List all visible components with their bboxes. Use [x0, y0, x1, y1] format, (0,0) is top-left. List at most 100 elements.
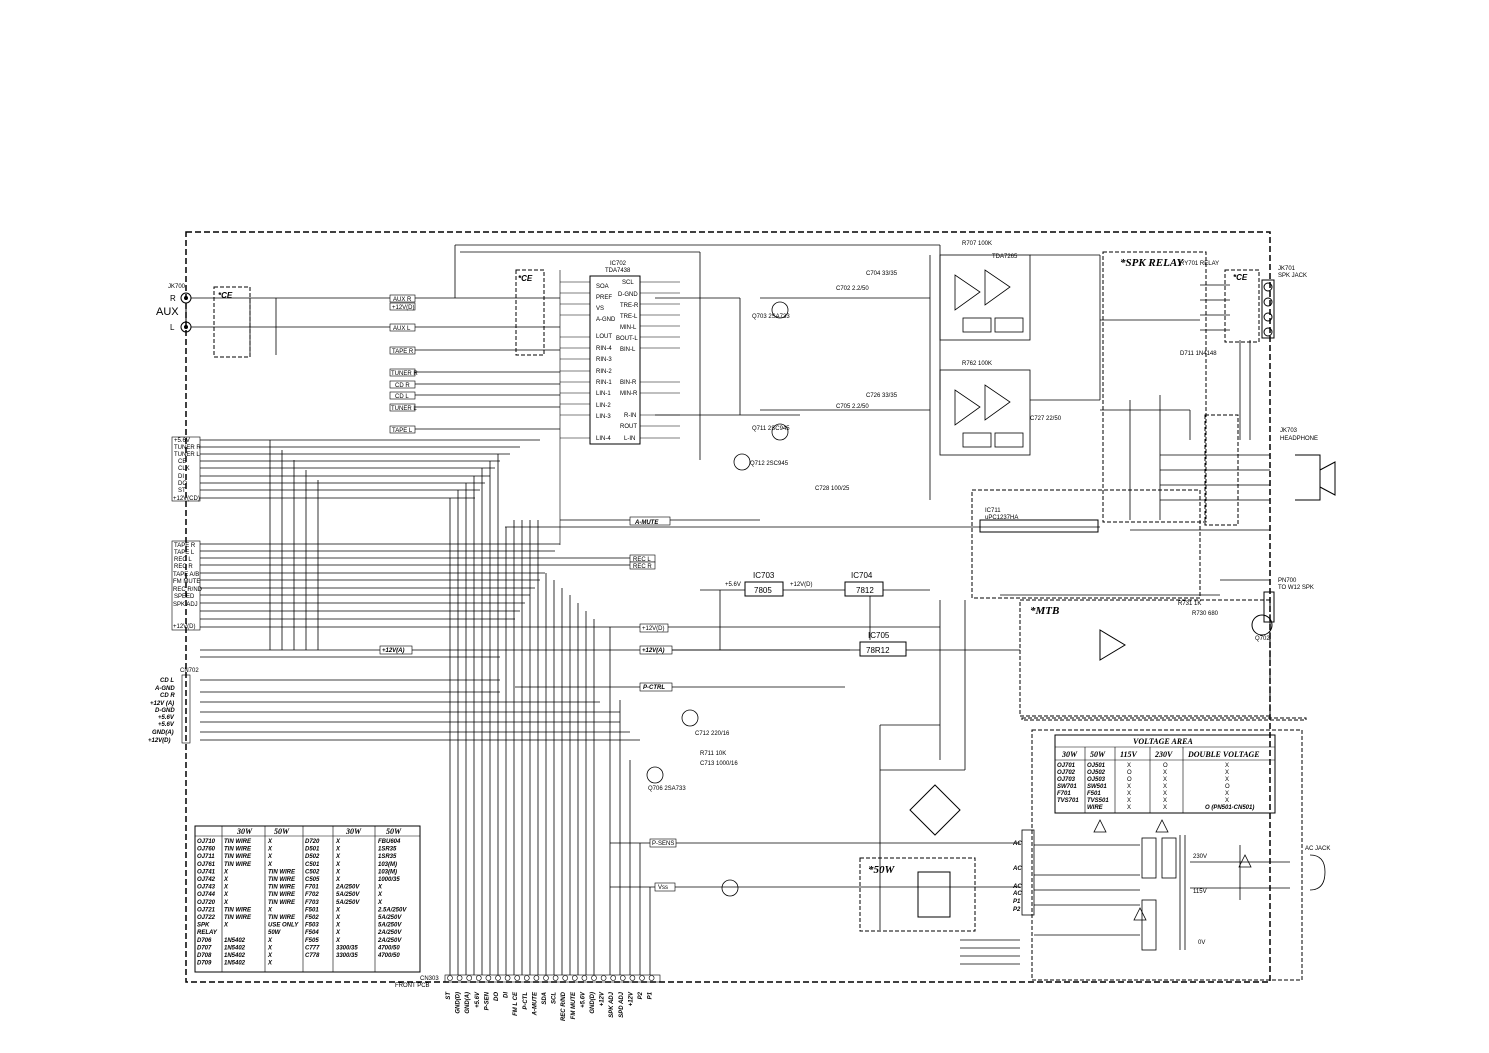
svg-text:LIN-1: LIN-1: [596, 391, 611, 397]
bus-aux-l: AUX L: [393, 326, 411, 332]
bus-tuner-r: TUNER R: [391, 371, 418, 377]
parts-table-cell: OJ744: [197, 892, 216, 898]
cd-sig-3: +12V (A): [150, 701, 174, 707]
svg-text:50W: 50W: [1090, 750, 1106, 759]
bottom-pin-icon: [648, 975, 655, 981]
svg-text:R762 100K: R762 100K: [962, 361, 992, 367]
bottom-pin-label: P-SEN: [484, 991, 490, 1010]
parts-table-cell: TIN WIRE: [268, 900, 296, 906]
svg-text:X: X: [1127, 805, 1131, 811]
bottom-pin-icon: [562, 975, 569, 981]
bus-rec-r: REC R: [633, 564, 652, 570]
svg-text:O: O: [1225, 784, 1230, 790]
parts-table-cell: OJ711: [197, 854, 215, 860]
v115-label: 115V: [1193, 889, 1207, 895]
svg-text:Q703 2SA733: Q703 2SA733: [752, 314, 790, 320]
parts-table-cell: X: [335, 862, 341, 868]
parts-table-cell: X: [377, 892, 383, 898]
left-sig-11: REC L: [174, 557, 192, 563]
bottom-pin-label: P1: [648, 991, 654, 999]
parts-table-cell: F505: [305, 938, 319, 944]
parts-table-cell: TIN WIRE: [268, 869, 296, 875]
svg-text:SCL: SCL: [622, 280, 634, 286]
svg-text:C728 100/25: C728 100/25: [815, 486, 850, 492]
left-sig-15: REC R/ND: [173, 587, 203, 593]
parts-table-cell: X: [267, 938, 273, 944]
bottom-pin-label: P-CTL: [523, 992, 529, 1010]
bus-rec-l: REC L: [633, 557, 651, 563]
parts-table-cell: X: [335, 938, 341, 944]
parts-table-cell: TIN WIRE: [268, 885, 296, 891]
parts-table-cell: X: [267, 945, 273, 951]
parts-table-cell: 1N5402: [224, 938, 246, 944]
parts-table-cell: TIN WIRE: [224, 847, 252, 853]
svg-text:TVS701: TVS701: [1057, 798, 1079, 804]
parts-table-cell: D501: [305, 847, 320, 853]
ac-label-4: AC: [1012, 891, 1022, 897]
parts-table-cell: C777: [305, 945, 320, 951]
jk701-ref: JK701: [1278, 266, 1296, 272]
svg-text:MIN-L: MIN-L: [620, 325, 637, 331]
svg-text:VS: VS: [596, 306, 604, 312]
parts-table-cell: TIN WIRE: [224, 915, 252, 921]
parts-table-cell: X: [223, 869, 229, 875]
spk-jack: JK701 SPK JACK: [1261, 266, 1307, 339]
bottom-pin-icon: [485, 975, 492, 981]
cd-conn-ref: CN702: [180, 668, 199, 674]
svg-text:TRE-R: TRE-R: [620, 303, 639, 309]
parts-table-cell: F703: [305, 900, 319, 906]
bus-12v-d: +12V(D): [392, 305, 415, 311]
parts-table-cell: F701: [305, 885, 319, 891]
parts-table: 30W 50W 30W 50W: [194, 825, 421, 973]
svg-text:30W: 30W: [345, 827, 362, 836]
svg-text:X: X: [1225, 798, 1229, 804]
parts-table-cell: 1N5402: [224, 961, 246, 967]
bottom-pin-label: SCL: [552, 992, 558, 1004]
svg-text:X: X: [1225, 763, 1229, 769]
bottom-pin-icon: [552, 975, 559, 981]
svg-text:Q712 2SC945: Q712 2SC945: [750, 461, 789, 467]
ac-label-2: AC: [1012, 866, 1022, 872]
v12-d-label: +12V(D): [790, 582, 813, 588]
bottom-pin-icon: [447, 975, 453, 981]
parts-table-cell: D707: [197, 945, 212, 951]
left-sig-6: DO: [178, 481, 187, 487]
parts-table-cell: RELAY: [197, 930, 218, 936]
bottom-pin-icon: [514, 975, 521, 981]
svg-text:C726 33/35: C726 33/35: [866, 393, 898, 399]
left-sig-4: CLK: [178, 466, 190, 472]
cd-sig-8: +12V(D): [148, 738, 171, 744]
bottom-conn-desc: FRONT PCB: [395, 983, 430, 989]
svg-text:C713 1000/16: C713 1000/16: [700, 761, 738, 767]
ic703-part: 7805: [754, 586, 772, 595]
svg-text:X: X: [1127, 763, 1131, 769]
bottom-pin-label: GND(D): [456, 992, 462, 1014]
ic704-part: 7812: [856, 586, 874, 595]
svg-text:SOA: SOA: [596, 284, 609, 290]
voltage-area-title: VOLTAGE AREA: [1133, 737, 1193, 746]
aux-jack-ref: JK700: [168, 284, 186, 290]
parts-table-cell: X: [267, 862, 273, 868]
svg-text:OJ703: OJ703: [1057, 777, 1076, 783]
parts-table-cell: 5A/250V: [336, 900, 360, 906]
parts-table-cell: X: [335, 854, 341, 860]
svg-text:RIN-4: RIN-4: [596, 346, 612, 352]
parts-table-cell: C502: [305, 869, 320, 875]
parts-table-cell: 1SR35: [378, 847, 397, 853]
svg-text:SW501: SW501: [1087, 784, 1107, 790]
parts-table-cell: OJ743: [197, 885, 216, 891]
bottom-pin-label: DO: [494, 992, 500, 1001]
bottom-pin-icon: [495, 975, 501, 981]
svg-text:OJ701: OJ701: [1057, 763, 1076, 769]
parts-table-cell: 1000/35: [378, 877, 400, 883]
bottom-pin-label: FM MUTE: [571, 991, 577, 1019]
svg-text:F701: F701: [1057, 791, 1071, 797]
headphone-jack: JK703 HEADPHONE: [1204, 414, 1336, 526]
voltage-area-block: [1031, 729, 1303, 981]
parts-table-cell: X: [223, 877, 229, 883]
ic711-ref: IC711: [985, 508, 1001, 514]
parts-table-cell: OJ710: [197, 839, 216, 845]
svg-text:Q706 2SA733: Q706 2SA733: [648, 786, 686, 792]
parts-table-cell: X: [267, 907, 273, 913]
left-sig-0: +5.6V: [174, 438, 190, 444]
